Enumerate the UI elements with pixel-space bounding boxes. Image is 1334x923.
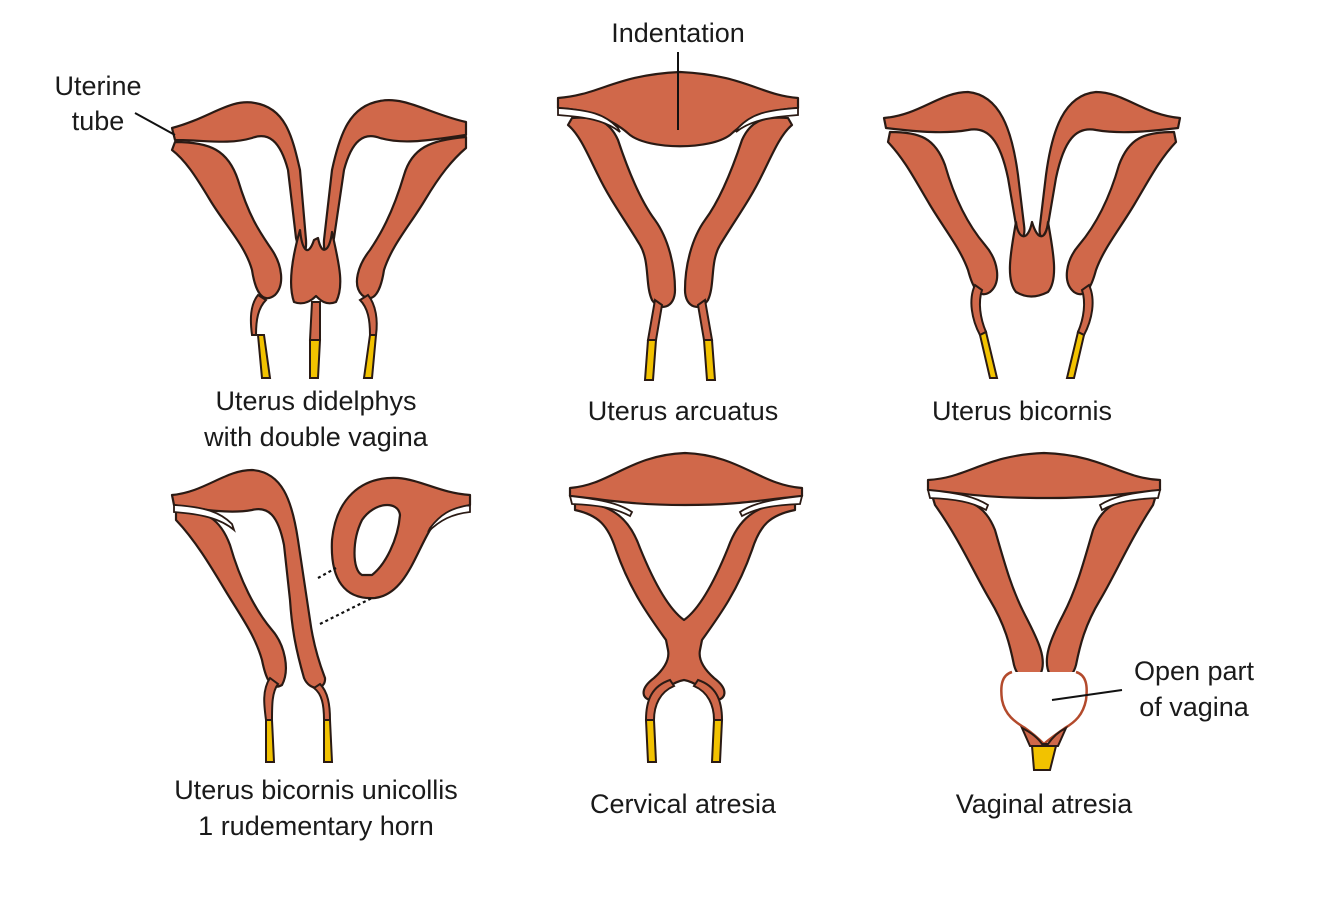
left-uterine-wall <box>176 510 286 687</box>
panel-uterus-arcuatus: Indentation Uterus arcuatus <box>558 18 798 426</box>
middle-vagina-lower <box>310 340 320 378</box>
left-vagina-upper <box>648 300 662 340</box>
rudimentary-horn <box>332 478 470 598</box>
uterine-cervix <box>1010 222 1054 297</box>
left-vagina-upper <box>264 678 278 720</box>
left-vagina-lower <box>258 335 270 378</box>
left-vagina-lower <box>645 340 656 380</box>
right-uterine-body-wall <box>1067 132 1176 294</box>
left-vagina-lower <box>266 720 274 762</box>
central-uterine-septum <box>291 230 340 303</box>
left-uterine-horn <box>172 142 281 298</box>
open-part-label-line2: of vagina <box>1139 692 1250 722</box>
right-vagina-lower <box>324 720 332 762</box>
uterine-tube-label-line1: Uterine <box>54 71 141 101</box>
right-vagina-upper <box>698 300 712 340</box>
panel-caption-line2: with double vagina <box>203 422 429 452</box>
panel-caption-line1: Uterus didelphys <box>215 386 416 416</box>
right-vagina-lower <box>364 335 376 378</box>
right-uterine-horn <box>357 137 466 298</box>
panel-caption: Cervical atresia <box>590 789 777 819</box>
panel-vaginal-atresia: Open part of vagina Vaginal atresia <box>928 453 1255 819</box>
panel-caption-line2: 1 rudementary horn <box>198 811 434 841</box>
open-part-label-line1: Open part <box>1134 656 1255 686</box>
panel-uterus-bicornis-unicollis: Uterus bicornis unicollis 1 rudementary … <box>172 470 470 841</box>
middle-vagina-upper <box>310 302 320 340</box>
uterine-fundus <box>928 453 1160 498</box>
vagina-lower-segment <box>1032 746 1056 770</box>
left-uterine-body-wall <box>888 132 997 294</box>
right-vagina-upper <box>360 295 377 335</box>
panel-cervical-atresia: Cervical atresia <box>570 453 802 819</box>
panel-uterus-bicornis: Uterus bicornis <box>884 92 1180 426</box>
right-uterine-wall <box>1047 495 1156 680</box>
right-vagina-lower <box>712 720 722 762</box>
right-vagina-lower <box>1067 332 1084 378</box>
panel-caption-line1: Uterus bicornis unicollis <box>174 775 458 805</box>
left-uterine-wall <box>568 118 675 307</box>
uterine-tube-leader-line <box>135 113 175 135</box>
panel-caption: Uterus bicornis <box>932 396 1112 426</box>
rudimentary-horn-connection-lower <box>320 598 372 624</box>
panel-uterus-didelphys: Uterine tube Uterus didelphys with doubl… <box>54 71 466 452</box>
left-vagina-upper <box>251 295 266 335</box>
uterine-fundus <box>570 453 802 505</box>
right-uterine-wall <box>685 118 792 307</box>
uterine-body-wall <box>575 500 795 700</box>
open-part-of-vagina <box>1001 672 1086 744</box>
uterine-tube-label-line2: tube <box>72 106 125 136</box>
left-uterine-horn <box>172 470 325 688</box>
indentation-label: Indentation <box>611 18 745 48</box>
left-vagina-lower <box>646 720 656 762</box>
right-vagina-upper <box>314 684 330 720</box>
left-uterine-wall <box>932 495 1043 680</box>
panel-caption: Uterus arcuatus <box>588 396 779 426</box>
left-vagina-lower <box>980 332 997 378</box>
right-vagina-lower <box>704 340 715 380</box>
panel-caption: Vaginal atresia <box>956 789 1134 819</box>
